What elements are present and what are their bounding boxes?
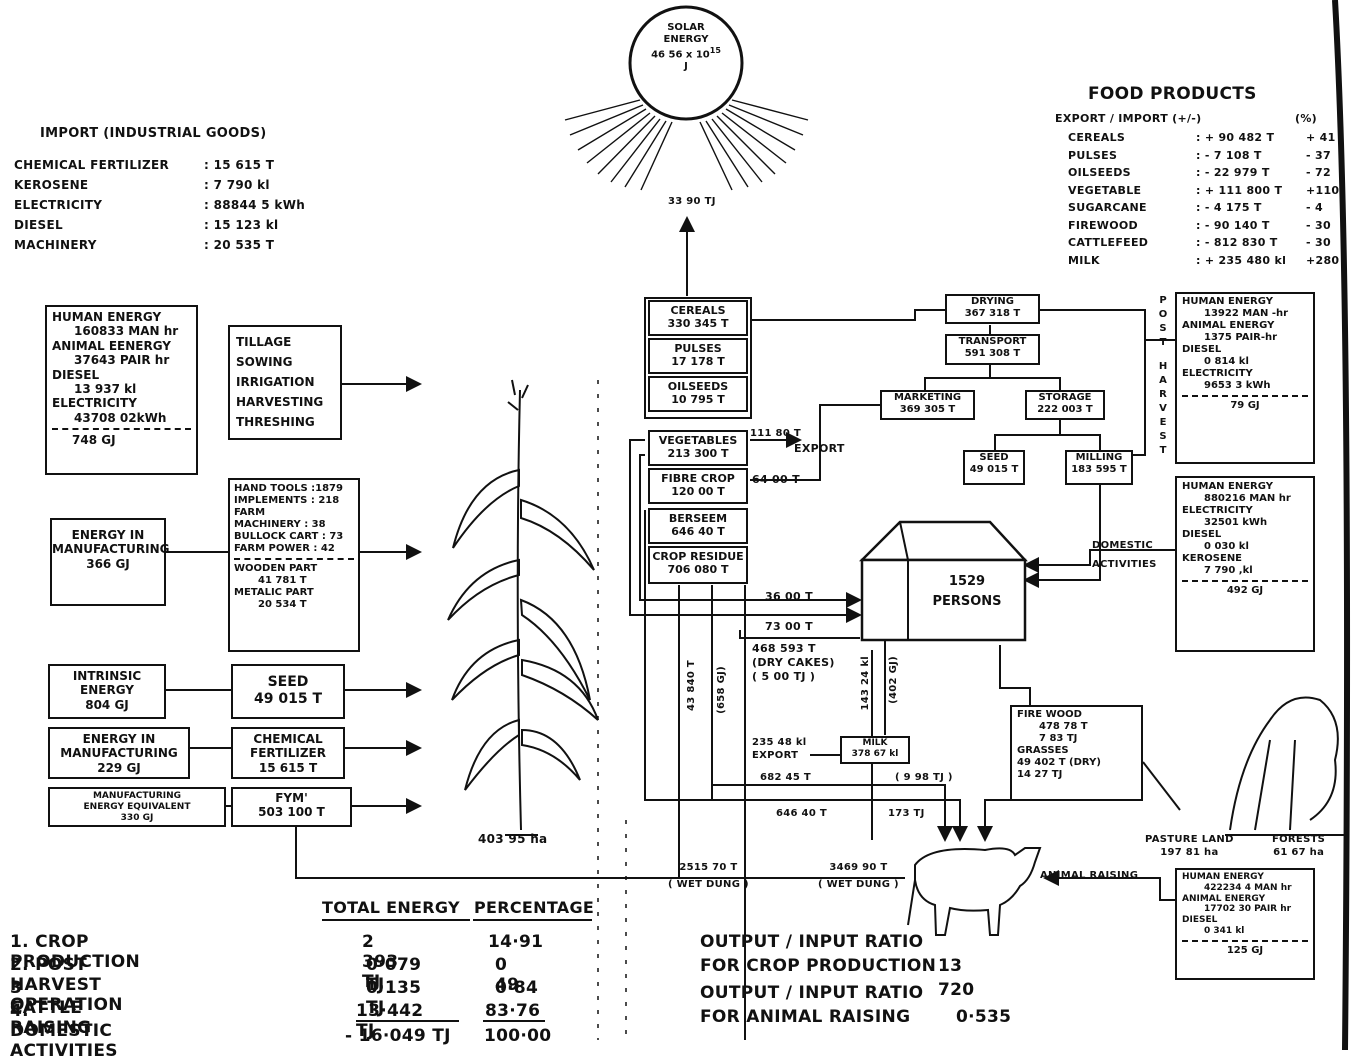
solar-line3: 46 56 x 1015 <box>646 46 726 61</box>
crop-residue: CROP RESIDUE 706 080 T <box>648 546 748 584</box>
food-row: CEREALS: + 90 482 T+ 41 <box>1068 129 1339 147</box>
veg-export-value: 111 80 T <box>750 428 801 441</box>
solar-energy-label: SOLAR ENERGY 46 56 x 1015 J <box>646 22 726 73</box>
pasture-land-label: PASTURE LAND 197 81 ha <box>1145 834 1234 859</box>
milk-box: MILK 378 67 kl <box>840 736 910 764</box>
food-products-list: CEREALS: + 90 482 T+ 41 PULSES: - 7 108 … <box>1068 129 1339 269</box>
milk-export-label: 235 48 kl EXPORT <box>752 737 807 762</box>
crop-cereals: CEREALS 330 345 T <box>648 300 748 336</box>
crop-berseem: BERSEEM 646 40 T <box>648 508 748 544</box>
food-row: MILK: + 235 480 kl+280 <box>1068 252 1339 270</box>
post-harvest-energy-box: HUMAN ENERGY 13922 MAN -hr ANIMAL ENERGY… <box>1175 292 1315 464</box>
firewood-grasses-box: FIRE WOOD 478 78 T 7 83 TJ GRASSES 49 40… <box>1010 705 1143 801</box>
ratio-animal-l1: OUTPUT / INPUT RATIO <box>700 981 936 1005</box>
export-label: EXPORT <box>794 442 845 456</box>
seed-output-box: SEED 49 015 T <box>963 450 1025 485</box>
import-row: KEROSENE: 7 790 kl <box>14 178 305 193</box>
wet-dung-2-label: 3469 90 T ( WET DUNG ) <box>818 862 899 891</box>
import-row: MACHINERY: 20 535 T <box>14 238 305 253</box>
flow-36: 36 00 T <box>765 590 813 604</box>
energy-manufacturing-box-2: ENERGY IN MANUFACTURING 229 GJ <box>48 727 190 779</box>
transport-box: TRANSPORT 591 308 T <box>945 334 1040 365</box>
ratio-animal-row: FOR ANIMAL RAISING 0·535 <box>700 1005 936 1029</box>
crop-pulses: PULSES 17 178 T <box>648 338 748 374</box>
total-percentage-sum: 100·00 <box>484 1026 551 1046</box>
food-products-header: EXPORT / IMPORT (+/-)(%) <box>1055 112 1317 126</box>
import-row: DIESEL: 15 123 kl <box>14 218 305 233</box>
animal-raising-label: ANIMAL RAISING <box>1040 870 1138 883</box>
persons-label: 1529 PERSONS <box>912 574 1022 609</box>
import-title: IMPORT (INDUSTRIAL GOODS) <box>40 126 267 142</box>
crop-vegetables: VEGETABLES 213 300 T <box>648 430 748 466</box>
solar-line2: ENERGY <box>646 34 726 46</box>
solar-line1: SOLAR <box>646 22 726 34</box>
marketing-box: MARKETING 369 305 T <box>880 390 975 420</box>
total-energy-sum: - 16·049 TJ <box>345 1026 451 1046</box>
percentage-header: PERCENTAGE <box>474 898 594 917</box>
flow-73: 73 00 T <box>765 620 813 634</box>
milk-gj-vertical-label: (402 GJ) <box>888 656 901 704</box>
food-row: PULSES: - 7 108 T- 37 <box>1068 147 1339 165</box>
flow-998: ( 9 98 TJ ) <box>895 772 953 785</box>
farm-operations-box: TILLAGE SOWING IRRIGATION HARVESTING THR… <box>228 325 342 440</box>
import-row: CHEMICAL FERTILIZER: 15 615 T <box>14 158 305 173</box>
seed-input-box: SEED 49 015 T <box>231 664 345 719</box>
import-row: ELECTRICITY: 88844 5 kWh <box>14 198 305 213</box>
storage-box: STORAGE 222 003 T <box>1025 390 1105 420</box>
crop-area: 403 95 ha <box>478 832 547 847</box>
import-list: CHEMICAL FERTILIZER: 15 615 T KEROSENE: … <box>14 158 305 253</box>
fym-box: FYM' 503 100 T <box>231 787 352 827</box>
flow-682: 682 45 T <box>760 772 811 785</box>
manufacturing-equivalent-box: MANUFACTURING ENERGY EQUIVALENT 330 GJ <box>48 787 226 827</box>
crop-residue-vertical-label: 43 840 T <box>686 660 699 711</box>
output-input-ratios: OUTPUT / INPUT RATIO FOR CROP PRODUCTION… <box>700 930 936 1029</box>
wet-dung-1-label: 2515 70 T ( WET DUNG ) <box>668 862 749 891</box>
flow-646: 646 40 T <box>776 808 827 821</box>
food-products-title: FOOD PRODUCTS <box>1088 84 1257 105</box>
food-row: OILSEEDS: - 22 979 T- 72 <box>1068 164 1339 182</box>
energy-manufacturing-box: ENERGY IN MANUFACTURING 366 GJ <box>50 518 166 606</box>
crop-oilseeds: OILSEEDS 10 795 T <box>648 376 748 412</box>
solar-line4: J <box>646 61 726 73</box>
farm-tools-box: HAND TOOLS :1879 IMPLEMENTS : 218 FARM M… <box>228 478 360 652</box>
fibre-output: 64 00 T <box>752 473 800 487</box>
food-row: CATTLEFEED: - 812 830 T- 30 <box>1068 234 1339 252</box>
food-row: SUGARCANE: - 4 175 T- 4 <box>1068 199 1339 217</box>
milling-box: MILLING 183 595 T <box>1065 450 1133 485</box>
crop-fibre: FIBRE CROP 120 00 T <box>648 468 748 504</box>
dry-cakes-label: 468 593 T (DRY CAKES) ( 5 00 TJ ) <box>752 642 835 683</box>
food-row: FIREWOOD: - 90 140 T- 30 <box>1068 217 1339 235</box>
food-row: VEGETABLE: + 111 800 T+110 <box>1068 182 1339 200</box>
post-harvest-vertical-label: P O S T H A R V E S T <box>1156 294 1170 458</box>
animal-raising-energy-box: HUMAN ENERGY 422234 4 MAN hr ANIMAL ENER… <box>1175 868 1315 980</box>
milk-vertical-label: 143 24 kl <box>860 656 873 711</box>
ratio-crop-row: FOR CROP PRODUCTION 13 720 <box>700 954 936 978</box>
chemical-fertilizer-box: CHEMICAL FERTILIZER 15 615 T <box>231 727 345 779</box>
solar-output: 33 90 TJ <box>668 196 716 209</box>
total-energy-header: TOTAL ENERGY <box>322 898 460 917</box>
domestic-energy-box: HUMAN ENERGY 880216 MAN hr ELECTRICITY 3… <box>1175 476 1315 652</box>
crop-residue-gj-vertical-label: (658 GJ) <box>716 666 729 714</box>
flow-173: 173 TJ <box>888 808 925 821</box>
domestic-activities-label: DOMESTIC ACTIVITIES <box>1092 540 1157 571</box>
ratio-crop-l1: OUTPUT / INPUT RATIO <box>700 930 936 954</box>
intrinsic-energy-box: INTRINSIC ENERGY 804 GJ <box>48 664 166 719</box>
forests-label: FORESTS 61 67 ha <box>1272 834 1325 859</box>
farm-operation-energy-box: HUMAN ENERGY 160833 MAN hr ANIMAL EENERG… <box>45 305 198 475</box>
drying-box: DRYING 367 318 T <box>945 294 1040 324</box>
